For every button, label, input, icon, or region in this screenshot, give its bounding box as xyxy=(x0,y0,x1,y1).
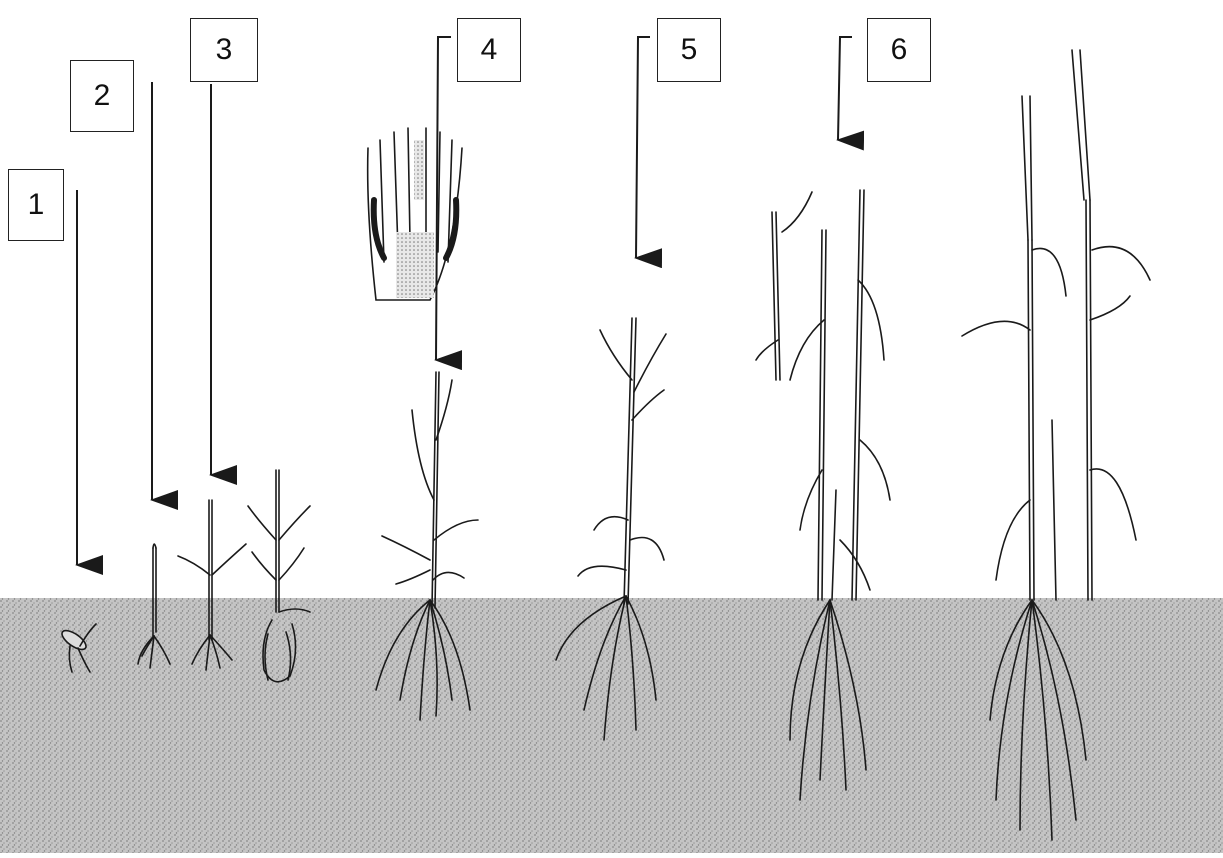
arrow-stage-5 xyxy=(636,37,650,258)
stage-label-1: 1 xyxy=(8,169,64,241)
soil-ground xyxy=(0,598,1223,853)
stage-label-6: 6 xyxy=(867,18,931,82)
stage-label-5: 5 xyxy=(657,18,721,82)
stage-label-4: 4 xyxy=(457,18,521,82)
stage-label-3: 3 xyxy=(190,18,258,82)
stage-arrows xyxy=(77,37,852,565)
stage-label-2: 2 xyxy=(70,60,134,132)
arrow-stage-6 xyxy=(838,37,852,140)
inset-cross-section xyxy=(368,128,462,300)
